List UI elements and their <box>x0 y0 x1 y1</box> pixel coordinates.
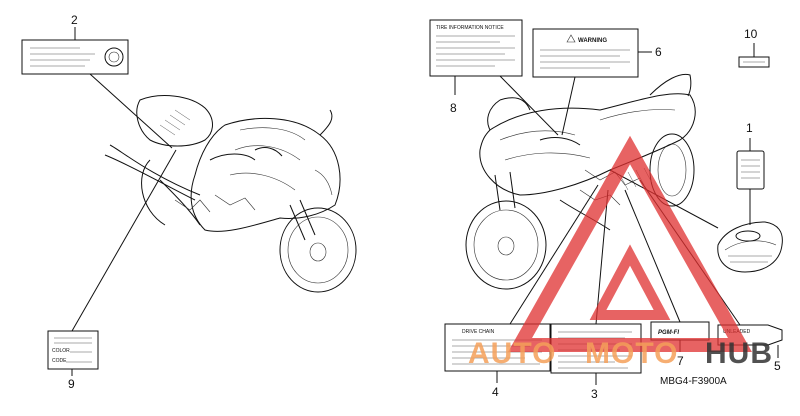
label-7-brand: PGM-FI <box>658 330 679 336</box>
watermark-text: AUTO MOTO HUB <box>468 337 773 370</box>
callout-1: 1 <box>746 121 753 135</box>
label-8-header: TIRE INFORMATION NOTICE <box>436 25 504 31</box>
callout-3: 3 <box>591 387 598 401</box>
callout-2: 2 <box>71 13 78 27</box>
callout-5: 5 <box>774 359 781 373</box>
callout-6: 6 <box>655 45 662 59</box>
callout-9: 9 <box>68 377 75 391</box>
label-4-callout: DRIVE CHAIN 4 <box>444 184 599 399</box>
right-motorcycle-drawing <box>465 73 696 290</box>
watermark-prefix: AUTO <box>468 337 556 370</box>
label-9-callout: COLOR CODE 9 <box>47 149 177 391</box>
callout-10: 10 <box>744 27 758 41</box>
part-code: MBG4-F3900A <box>660 376 727 387</box>
watermark-middle: MOTO <box>585 337 678 370</box>
label-6-callout: WARNING 6 <box>532 28 662 136</box>
label-1-callout: 1 <box>609 121 783 273</box>
label-9-line2: CODE <box>52 358 67 364</box>
callout-7: 7 <box>677 354 684 368</box>
left-motorcycle-drawing <box>104 95 357 293</box>
callout-8: 8 <box>450 101 457 115</box>
watermark-suffix: HUB <box>705 337 773 370</box>
callout-4: 4 <box>492 385 499 399</box>
label-4-header: DRIVE CHAIN <box>462 329 495 335</box>
watermark-logo <box>508 135 752 352</box>
label-2-callout: 2 <box>21 13 173 149</box>
label-8-callout: TIRE INFORMATION NOTICE 8 <box>429 19 559 136</box>
label-9-line1: COLOR <box>52 348 70 354</box>
label-10-callout: 10 <box>738 27 770 68</box>
label-6-warning: WARNING <box>578 38 607 44</box>
